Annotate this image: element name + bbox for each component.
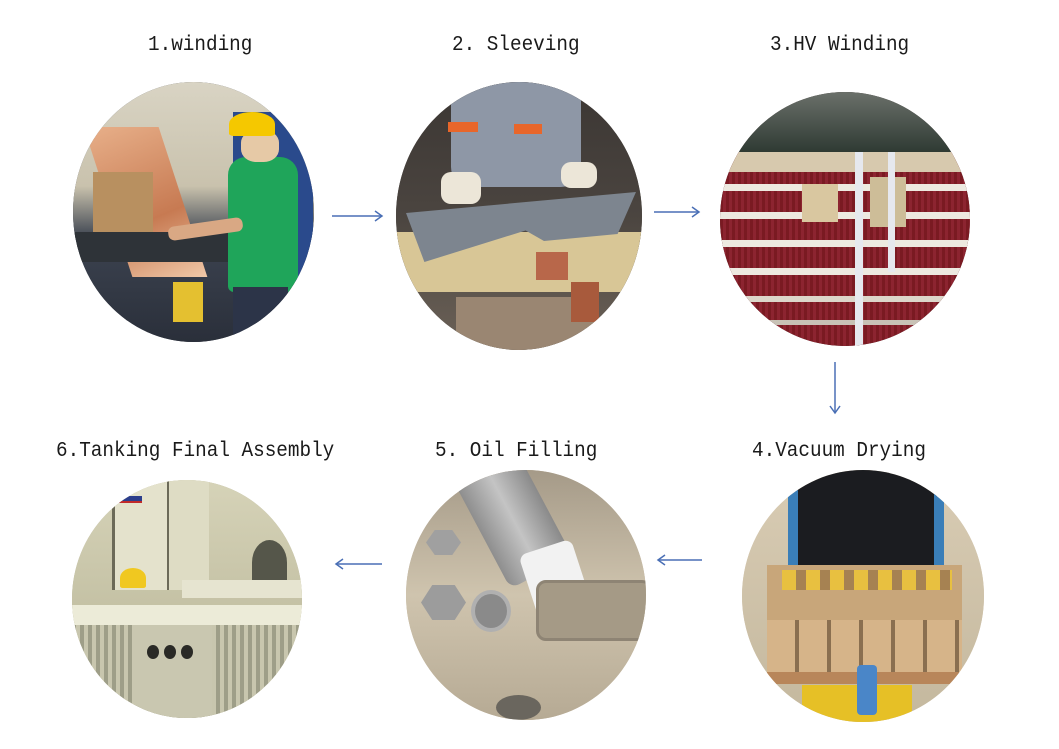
step-2-label: 2. Sleeving	[452, 34, 580, 57]
step-4-label: 4.Vacuum Drying	[752, 440, 926, 463]
step-3-photo-hv-winding	[720, 92, 970, 346]
step-5-label: 5. Oil Filling	[435, 440, 598, 463]
step-3-label: 3.HV Winding	[770, 34, 910, 57]
arrow-right-icon	[332, 210, 384, 222]
step-2-photo-sleeving	[396, 82, 642, 350]
step-4-photo-vacuum-drying	[742, 470, 984, 722]
step-1-label: 1.winding	[148, 34, 253, 57]
step-1-photo-winding	[73, 82, 314, 342]
step-6-label: 6.Tanking Final Assembly	[56, 440, 335, 463]
arrow-left-icon	[334, 558, 382, 570]
arrow-right-icon	[654, 206, 701, 218]
arrow-left-icon	[656, 554, 702, 566]
step-5-photo-oil-filling	[406, 470, 646, 720]
step-6-photo-tanking-final-assembly	[72, 480, 302, 718]
arrow-down-icon	[829, 362, 841, 415]
